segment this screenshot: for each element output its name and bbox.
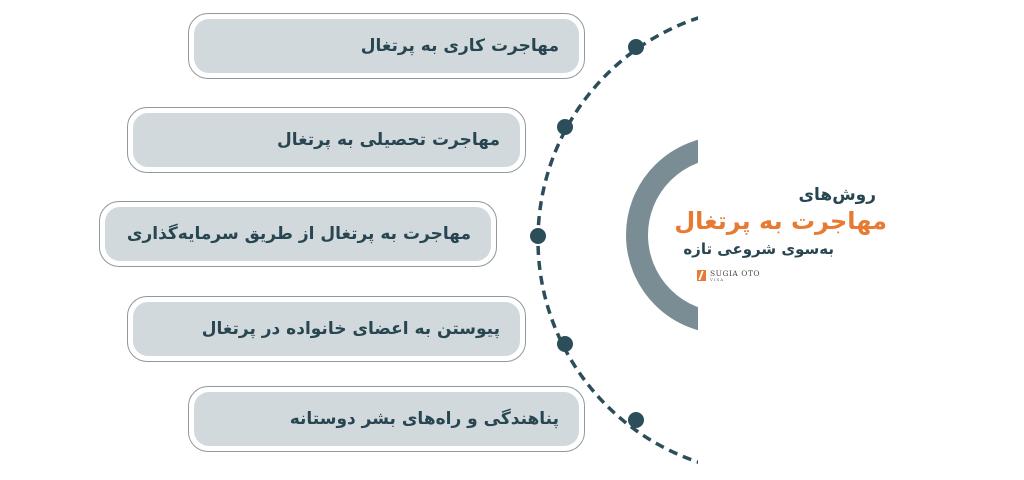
item-investment-migration: مهاجرت به پرتغال از طریق سرمایه‌گذاری: [99, 201, 497, 267]
logo-sub: VISA: [710, 276, 725, 282]
title-main: مهاجرت به پرتغال: [674, 207, 887, 235]
title-subtitle: به‌سوی شروعی تازه: [683, 240, 834, 258]
item-asylum: پناهندگی و راه‌های بشر دوستانه: [188, 386, 585, 452]
connector-dot-2: [557, 119, 573, 135]
item-box: پیوستن به اعضای خانواده در پرتغال: [133, 302, 520, 356]
item-label: مهاجرت به پرتغال از طریق سرمایه‌گذاری: [126, 224, 471, 244]
connector-dot-3: [530, 228, 546, 244]
connector-dot-1: [628, 39, 644, 55]
item-box: مهاجرت به پرتغال از طریق سرمایه‌گذاری: [105, 207, 491, 261]
item-label: پناهندگی و راه‌های بشر دوستانه: [289, 409, 559, 429]
logo-name: SUGIA OTO: [710, 269, 761, 278]
gray-arc: [626, 139, 698, 331]
item-study-migration: مهاجرت تحصیلی به پرتغال: [127, 107, 526, 173]
brand-logo: SUGIA OTO VISA: [697, 270, 760, 282]
logo-text: SUGIA OTO VISA: [710, 270, 760, 282]
item-box: مهاجرت کاری به پرتغال: [194, 19, 579, 73]
connector-dot-4: [557, 336, 573, 352]
connector-dot-5: [628, 412, 644, 428]
logo-mark-icon: [697, 270, 706, 282]
item-work-migration: مهاجرت کاری به پرتغال: [188, 13, 585, 79]
item-box: پناهندگی و راه‌های بشر دوستانه: [194, 392, 579, 446]
title-line-1: روش‌های: [798, 185, 876, 205]
item-label: مهاجرت تحصیلی به پرتغال: [276, 130, 500, 150]
item-box: مهاجرت تحصیلی به پرتغال: [133, 113, 520, 167]
item-family-reunion: پیوستن به اعضای خانواده در پرتغال: [127, 296, 526, 362]
item-label: پیوستن به اعضای خانواده در پرتغال: [201, 319, 500, 339]
item-label: مهاجرت کاری به پرتغال: [360, 36, 559, 56]
